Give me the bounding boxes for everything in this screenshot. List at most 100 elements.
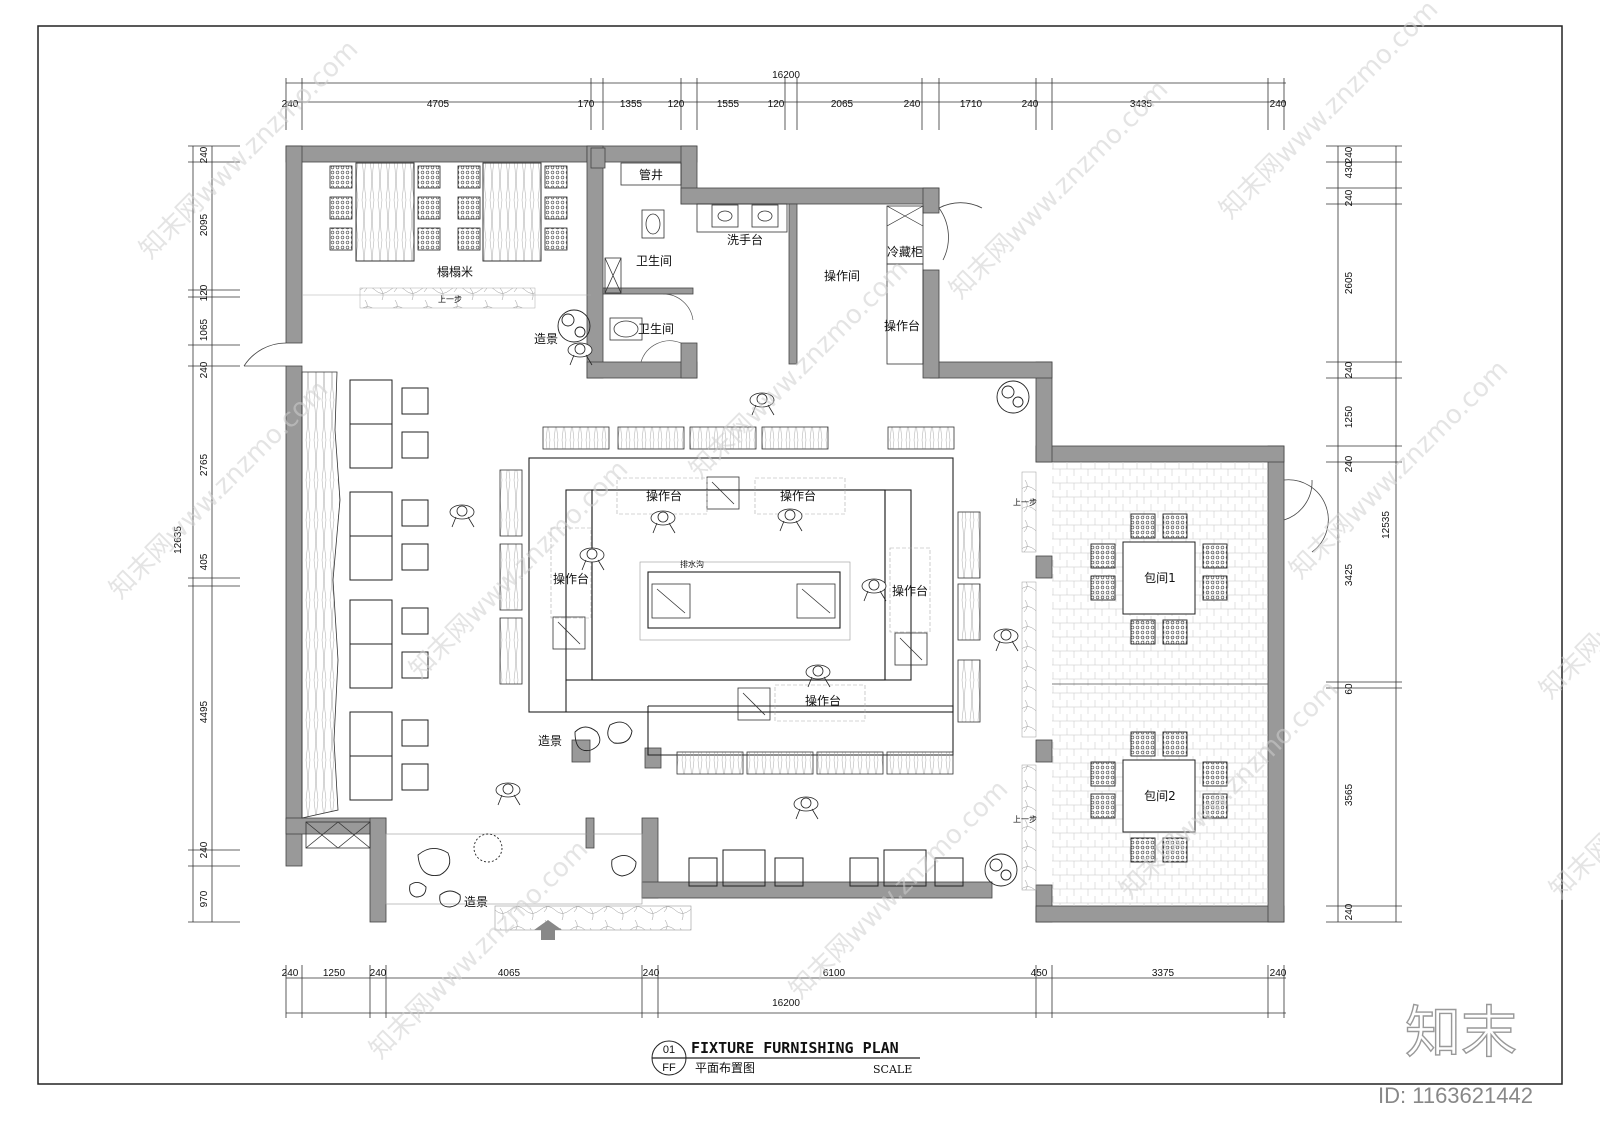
person-icon <box>993 628 1019 652</box>
cushion <box>329 196 353 220</box>
bar-counters-outline <box>550 477 931 722</box>
storage-box <box>305 821 371 849</box>
chair-cushion <box>1202 575 1228 601</box>
person-icon <box>861 578 887 602</box>
person-icon <box>495 782 521 806</box>
dim-top-6: 120 <box>768 99 785 110</box>
table <box>349 491 393 537</box>
cushion <box>457 165 481 189</box>
chair <box>401 387 429 415</box>
dim-bottom-4: 240 <box>643 968 660 979</box>
walls <box>285 145 1285 923</box>
bench-plank <box>617 426 685 450</box>
kitchen-counter-label: 操作台 <box>884 318 920 333</box>
counter-a-label: 操作台 <box>646 488 682 503</box>
bench-plank <box>957 583 981 641</box>
dim-left-total: 12635 <box>173 526 184 554</box>
wc2-label: 卫生间 <box>638 322 674 336</box>
tatami-area <box>302 162 591 309</box>
dim-right-5: 1250 <box>1344 405 1355 428</box>
title-scale: SCALE <box>873 1063 912 1076</box>
dim-right-9: 3565 <box>1344 783 1355 806</box>
counter-c-label: 操作台 <box>553 571 589 586</box>
dim-top-5: 1555 <box>717 99 740 110</box>
left-tables <box>349 379 429 801</box>
dim-bottom-5: 6100 <box>823 968 846 979</box>
person-icon <box>805 664 831 688</box>
chair <box>401 499 429 527</box>
cushion <box>457 227 481 251</box>
watermark-brand: 知末 <box>1405 1001 1517 1066</box>
dim-bottom-3: 4065 <box>498 968 521 979</box>
chair <box>401 431 429 459</box>
cushion <box>417 227 441 251</box>
tatami-step-label: 上一步 <box>438 295 462 304</box>
chair <box>401 719 429 747</box>
chair <box>401 543 429 571</box>
wash-label: 洗手台 <box>727 232 763 247</box>
cushion <box>544 196 568 220</box>
watermark-text: 知末网www.znzmo.com <box>1534 474 1600 705</box>
chair-cushion <box>1162 731 1188 757</box>
title-badge-top: 01 <box>663 1044 675 1056</box>
cushion <box>544 165 568 189</box>
dim-bottom-0: 240 <box>282 968 299 979</box>
bench-plank <box>542 426 610 450</box>
cushion <box>329 227 353 251</box>
dim-right-4: 240 <box>1344 361 1355 378</box>
dim-right-1: 430 <box>1344 161 1355 178</box>
drain-label: 排水沟 <box>680 559 704 569</box>
dim-top-0: 240 <box>282 99 299 110</box>
table <box>349 599 393 645</box>
dim-left-4: 240 <box>199 361 210 378</box>
table <box>349 711 393 757</box>
dim-top-2: 170 <box>578 99 595 110</box>
bench-plank <box>499 617 523 685</box>
shaft-box <box>620 162 682 186</box>
bench-plank <box>887 426 955 450</box>
counter-d-label: 操作台 <box>892 583 928 598</box>
person-icon <box>777 508 803 532</box>
dim-right-8: 60 <box>1344 683 1355 695</box>
bench-plank <box>957 659 981 723</box>
person-icon <box>650 510 676 534</box>
dim-top-4: 120 <box>668 99 685 110</box>
bench-plank <box>816 751 884 775</box>
counter-e-label: 操作台 <box>805 693 841 708</box>
dim-bottom-7: 3375 <box>1152 968 1175 979</box>
dimension-ticks <box>188 78 1402 1018</box>
cushion <box>457 196 481 220</box>
dim-right-2: 240 <box>1344 189 1355 206</box>
chair-cushion <box>1162 619 1188 645</box>
cushion <box>329 165 353 189</box>
dim-left-6: 405 <box>199 553 210 570</box>
plant-icons <box>409 309 1030 908</box>
dim-bottom-6: 450 <box>1031 968 1048 979</box>
dim-left-3: 1065 <box>199 318 210 341</box>
dim-left-5: 2765 <box>199 453 210 476</box>
sheet-border <box>37 25 1563 1085</box>
person-icons <box>449 342 1019 820</box>
dim-top-12: 240 <box>1270 99 1287 110</box>
chair-cushion <box>1162 513 1188 539</box>
dim-left-8: 240 <box>199 841 210 858</box>
title-sub: 平面布置图 <box>695 1061 755 1075</box>
watermark-text: 知末网www.znzmo.com <box>1284 354 1515 585</box>
chair <box>401 763 429 791</box>
dim-top-3: 1355 <box>620 99 643 110</box>
tatami-label: 榻榻米 <box>437 265 473 279</box>
dim-right-0: 240 <box>1344 146 1355 163</box>
dim-right-total: 12535 <box>1381 511 1392 539</box>
dim-right-7: 3425 <box>1344 563 1355 586</box>
title-main: FIXTURE FURNISHING PLAN <box>691 1039 899 1057</box>
dim-right-6: 240 <box>1344 455 1355 472</box>
dim-right-3: 2605 <box>1344 271 1355 294</box>
bench-plank <box>499 469 523 537</box>
step-b-label: 上一步 <box>1013 815 1037 824</box>
private-room-2-table <box>1122 759 1196 833</box>
private-room-chairs <box>1090 513 1228 863</box>
landscape-1-label: 造景 <box>534 332 558 346</box>
chair-cushion <box>1130 837 1156 863</box>
